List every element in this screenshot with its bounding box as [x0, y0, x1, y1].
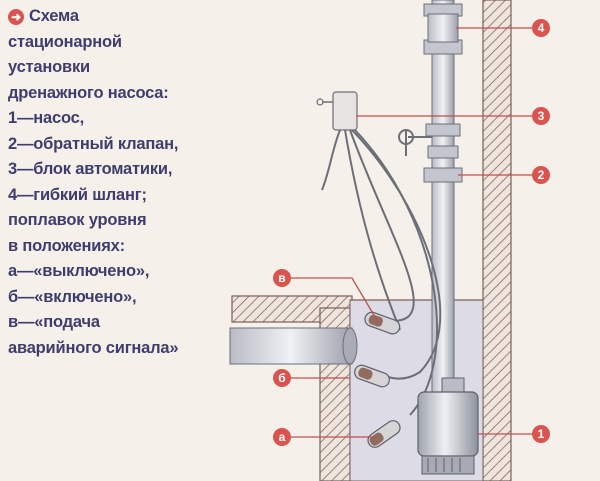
svg-text:б: б [278, 371, 285, 385]
arrow-right-icon: ➜ [8, 8, 24, 25]
callout-2: 2 [532, 166, 550, 184]
legend-line: установки [8, 58, 90, 76]
callout-3: 3 [532, 107, 550, 125]
legend-line: в положениях: [8, 236, 125, 255]
svg-text:2: 2 [538, 168, 545, 182]
legend-line: 4—гибкий шланг; [8, 185, 147, 204]
automation-block [316, 91, 358, 191]
callout-b: б [273, 369, 291, 387]
legend-line: дренажного насоса: [8, 83, 169, 102]
legend: ➜ Схема стационарной установки дренажног… [8, 4, 223, 361]
float-cables [344, 129, 442, 416]
leader-lines [282, 27, 540, 438]
legend-line: б—«включено», [8, 287, 137, 306]
legend-line: стационарной [8, 32, 122, 51]
discharge-pipe [398, 0, 463, 401]
legend-line: 3—блок автоматики, [8, 160, 173, 178]
wall [482, 0, 512, 481]
legend-title: Схема [29, 7, 79, 25]
svg-text:4: 4 [538, 21, 545, 35]
callout-a: а [273, 428, 291, 446]
legend-line: аварийного сигнала» [8, 338, 179, 357]
legend-title-row: ➜ Схема [8, 4, 223, 30]
callout-1: 1 [532, 425, 550, 443]
legend-line: 1—насос, [8, 109, 85, 127]
callout-v: в [273, 269, 291, 287]
legend-line: поплавок уровня [8, 211, 147, 229]
callout-4: 4 [532, 19, 550, 37]
svg-text:3: 3 [538, 109, 545, 123]
legend-line: 2—обратный клапан, [8, 134, 179, 153]
legend-line: в—«подача [8, 313, 100, 331]
pump [417, 377, 479, 475]
float-b [354, 364, 390, 388]
legend-line: а—«выключено», [8, 262, 150, 280]
float-v [364, 311, 401, 335]
svg-text:а: а [279, 430, 286, 444]
float-a [367, 420, 401, 448]
svg-text:1: 1 [538, 427, 545, 441]
inlet-pipe [229, 327, 358, 365]
svg-text:в: в [278, 271, 285, 285]
